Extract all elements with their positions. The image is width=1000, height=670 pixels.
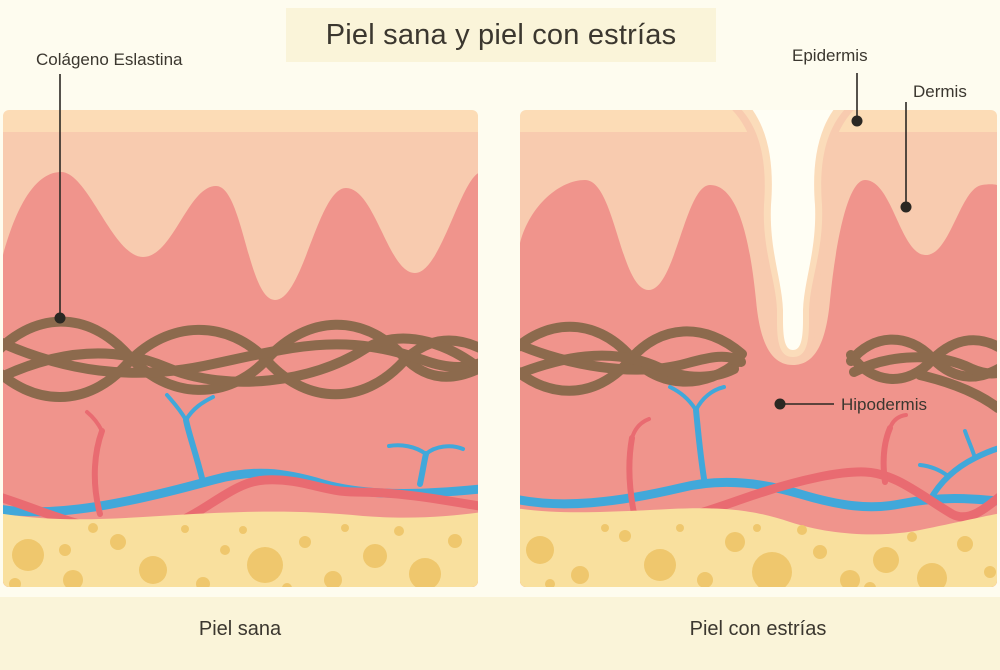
colageno-label: Colágeno Eslastina bbox=[36, 50, 183, 69]
hipodermis-label: Hipodermis bbox=[841, 395, 927, 414]
stretch-mark-caption: Piel con estrías bbox=[689, 618, 827, 640]
leader-dots bbox=[54, 115, 912, 410]
fat-cells bbox=[526, 524, 996, 587]
dermis-leader-dot bbox=[900, 201, 912, 213]
caption-band: Piel sana Piel con estrías bbox=[0, 597, 1000, 670]
dermis-layer bbox=[520, 180, 997, 587]
diagram-title-text: Piel sana y piel con estrías bbox=[325, 18, 677, 51]
hypodermis-fat-layer bbox=[3, 511, 478, 587]
collagen-fibers-broken-right bbox=[846, 334, 997, 413]
colageno-leader-dot bbox=[54, 312, 66, 324]
dermis-label: Dermis bbox=[913, 82, 967, 101]
healthy-skin-panel bbox=[3, 110, 478, 587]
stretch-mark-groove bbox=[748, 110, 838, 350]
healthy-skin-caption: Piel sana bbox=[198, 618, 282, 640]
diagram-title: Piel sana y piel con estrías bbox=[286, 8, 716, 62]
collagen-elastin-fibers bbox=[3, 316, 478, 402]
epidermis-label: Epidermis bbox=[792, 46, 868, 65]
hipodermis-leader-dot bbox=[774, 398, 786, 410]
epidermis-leader-dot bbox=[851, 115, 863, 127]
stretch-mark-skin-panel bbox=[520, 110, 997, 587]
leader-lines bbox=[59, 73, 907, 405]
collagen-fibers-broken-left bbox=[520, 321, 747, 396]
fat-cells bbox=[9, 523, 462, 587]
